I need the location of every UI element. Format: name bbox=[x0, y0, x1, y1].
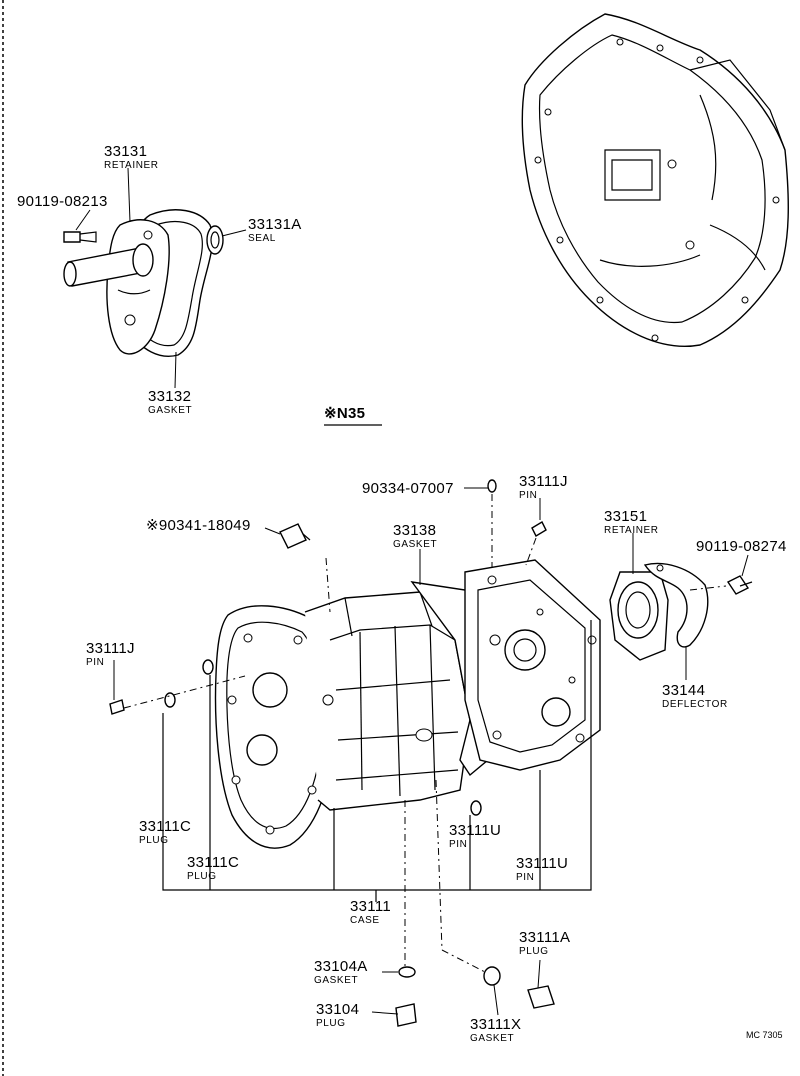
part-number: 33131A bbox=[248, 216, 302, 233]
part-number: 33111U bbox=[516, 855, 569, 872]
pin-left bbox=[109, 699, 125, 715]
gasket-33111x bbox=[483, 966, 501, 986]
label-33104a: 33104A GASKET bbox=[314, 958, 368, 986]
plug-33111a bbox=[527, 985, 555, 1009]
label-33111a: 33111A PLUG bbox=[519, 929, 570, 957]
part-number: 33111J bbox=[86, 640, 135, 657]
part-number: 33111A bbox=[519, 929, 571, 946]
part-number: 33132 bbox=[148, 388, 192, 405]
transmission-case-illustration bbox=[214, 559, 601, 849]
clutch-housing-illustration bbox=[521, 13, 789, 347]
part-number: 33131 bbox=[104, 143, 148, 160]
label-33144: 33144 DEFLECTOR bbox=[662, 682, 728, 710]
label-33111c-right: 33111C PLUG bbox=[187, 854, 239, 882]
label-33138: 33138 GASKET bbox=[393, 522, 437, 550]
breather-plug bbox=[487, 479, 497, 493]
part-name: PLUG bbox=[139, 835, 169, 846]
part-name: PIN bbox=[449, 839, 468, 850]
pin-bottom bbox=[470, 800, 482, 816]
part-number: 33111C bbox=[139, 818, 192, 835]
leader-lines bbox=[75, 167, 749, 1016]
part-name: PIN bbox=[519, 490, 538, 501]
part-number: 33111J bbox=[519, 473, 568, 490]
part-name: PIN bbox=[516, 872, 535, 883]
gasket-33104a bbox=[398, 966, 416, 978]
part-name: PLUG bbox=[187, 871, 217, 882]
fill-plug-90341 bbox=[279, 523, 307, 549]
part-number: 33138 bbox=[393, 522, 437, 539]
part-number: 33111U bbox=[449, 822, 502, 839]
part-name: SEAL bbox=[248, 233, 276, 244]
label-33111j-top: 33111J PIN bbox=[519, 473, 568, 501]
label-33104: 33104 PLUG bbox=[316, 1001, 359, 1029]
part-name: PLUG bbox=[316, 1018, 346, 1029]
label-33111u-left: 33111U PIN bbox=[449, 822, 501, 850]
part-number: 33104 bbox=[316, 1001, 360, 1018]
part-name: GASKET bbox=[148, 405, 193, 416]
part-number: 33111 bbox=[350, 898, 391, 915]
part-number: 33111C bbox=[187, 854, 240, 871]
part-number: 33144 bbox=[662, 682, 706, 699]
diagram-code: MC 7305 bbox=[746, 1030, 783, 1040]
label-33131: 33131 RETAINER bbox=[104, 143, 159, 171]
plug-33104 bbox=[395, 1003, 417, 1027]
small-parts bbox=[109, 479, 555, 1027]
part-name: GASKET bbox=[393, 539, 438, 550]
part-number: 33104A bbox=[314, 958, 368, 975]
label-90334-07007: 90334-07007 bbox=[362, 480, 454, 497]
pin-top bbox=[531, 521, 547, 537]
part-name: DEFLECTOR bbox=[662, 699, 728, 710]
label-33111c-left: 33111C PLUG bbox=[139, 818, 191, 846]
part-name: GASKET bbox=[314, 975, 359, 986]
part-name: GASKET bbox=[470, 1033, 515, 1044]
variant-label: ※N35 bbox=[324, 405, 366, 422]
label-33111j-left: 33111J PIN bbox=[86, 640, 135, 668]
front-retainer-illustration bbox=[63, 209, 224, 357]
plug-left bbox=[164, 692, 176, 708]
label-33132: 33132 GASKET bbox=[148, 388, 192, 416]
part-name: CASE bbox=[350, 915, 380, 926]
label-33111u-right: 33111U PIN bbox=[516, 855, 568, 883]
part-name: RETAINER bbox=[604, 525, 659, 536]
part-number: 33111X bbox=[470, 1016, 522, 1033]
plug-mid bbox=[202, 659, 214, 675]
label-33111: 33111 CASE bbox=[350, 898, 391, 926]
label-33111x: 33111X GASKET bbox=[470, 1016, 521, 1044]
label-33131a: 33131A SEAL bbox=[248, 216, 302, 244]
label-90119-08274: 90119-08274 bbox=[696, 538, 787, 555]
label-90341-18049: ※90341-18049 bbox=[146, 517, 251, 534]
part-number: 33151 bbox=[604, 508, 648, 525]
label-33151: 33151 RETAINER bbox=[604, 508, 659, 536]
part-name: PLUG bbox=[519, 946, 549, 957]
rear-retainer-illustration bbox=[609, 562, 753, 661]
part-name: RETAINER bbox=[104, 160, 159, 171]
label-90119-08213: 90119-08213 bbox=[17, 193, 108, 210]
part-name: PIN bbox=[86, 657, 105, 668]
